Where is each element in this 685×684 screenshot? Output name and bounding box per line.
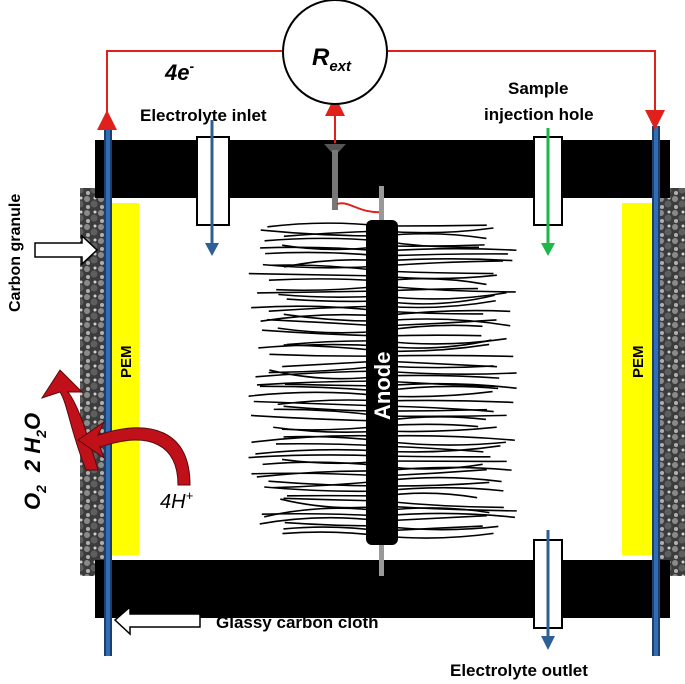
protons-label: 4H+ — [160, 488, 194, 513]
anode-body — [366, 220, 398, 545]
carbon-granule-label: Carbon granule — [7, 194, 24, 312]
inlet-arrow-head — [205, 243, 219, 256]
carbon-granule-right — [657, 188, 685, 576]
anode-label: Anode — [370, 352, 395, 420]
biofilm-fiber — [381, 455, 491, 458]
carbon-granule-pointer — [34, 234, 99, 266]
cathode-cloth-left-core — [106, 126, 110, 656]
sample-arrow-head — [541, 243, 555, 256]
external-resistor — [282, 0, 388, 105]
anode-connector-wire — [336, 202, 385, 214]
cathode-cloth-right-core — [654, 126, 658, 656]
sample-label-line1: Sample — [508, 79, 568, 98]
water-label: 2 H2O — [20, 413, 49, 473]
pem-right-label: PEM — [630, 345, 647, 378]
electrons-label: 4e- — [164, 58, 194, 85]
pem-left — [112, 203, 139, 555]
electrolyte-outlet-label: Electrolyte outlet — [450, 661, 588, 680]
electrolyte-inlet-label: Electrolyte inlet — [140, 106, 267, 125]
anode-connector-rod — [332, 150, 338, 210]
reaction-arrow-proton — [77, 420, 191, 486]
circuit-wire-left — [97, 50, 282, 130]
resistor-label: Rext — [312, 44, 352, 75]
pem-right — [622, 203, 652, 555]
biofilm-fiber — [381, 354, 514, 358]
oxygen-label: O2 — [20, 485, 49, 510]
glassy-carbon-cloth-pointer — [113, 605, 201, 636]
glassy-carbon-cloth-label: Glassy carbon cloth — [216, 613, 379, 632]
circuit-wire-right — [387, 50, 665, 130]
outlet-arrow-head — [541, 636, 555, 650]
sample-label-line2: injection hole — [484, 105, 594, 124]
pem-left-label: PEM — [118, 345, 135, 378]
